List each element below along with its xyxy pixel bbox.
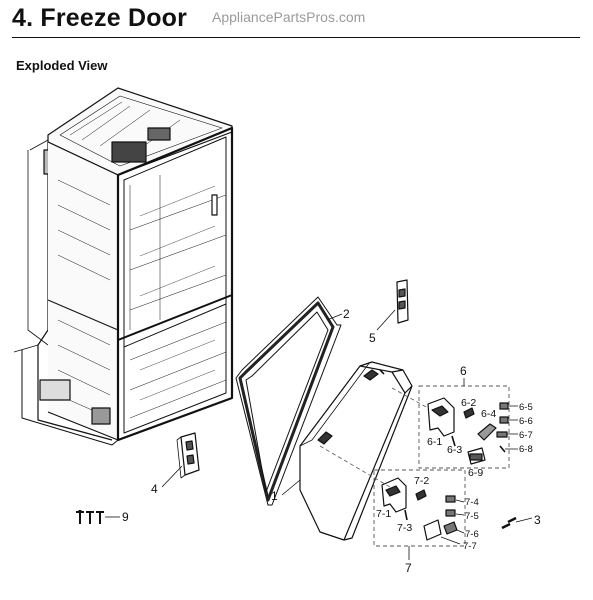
hinge-cover-upper bbox=[396, 279, 409, 324]
callout-6-5: 6-5 bbox=[519, 402, 533, 413]
title-rule bbox=[12, 37, 580, 38]
callout-6-9: 6-9 bbox=[468, 467, 483, 479]
callout-4: 4 bbox=[151, 482, 158, 496]
callout-6-6: 6-6 bbox=[519, 416, 533, 427]
callout-6-3: 6-3 bbox=[447, 444, 462, 456]
callout-7-5: 7-5 bbox=[465, 511, 479, 522]
callout-6: 6 bbox=[460, 364, 467, 378]
callout-7: 7 bbox=[405, 561, 412, 575]
callout-6-4: 6-4 bbox=[481, 408, 496, 420]
hinge-bracket-lower bbox=[176, 432, 200, 479]
callout-7-3: 7-3 bbox=[397, 522, 412, 534]
callout-6-1: 6-1 bbox=[427, 436, 442, 448]
callout-1: 1 bbox=[271, 489, 278, 503]
page-title: 4. Freeze Door bbox=[12, 4, 188, 32]
section-subtitle: Exploded View bbox=[16, 58, 108, 73]
callout-6-7: 6-7 bbox=[519, 430, 533, 441]
callout-6-8: 6-8 bbox=[519, 444, 533, 455]
callout-3: 3 bbox=[534, 513, 541, 527]
callout-5: 5 bbox=[369, 331, 376, 345]
hinge-assembly-7 bbox=[373, 469, 466, 547]
callout-7-4: 7-4 bbox=[465, 497, 479, 508]
callout-labels: 1 2 3 4 5 6 6-1 6-2 6-3 6-4 6-5 6-6 6-7 … bbox=[122, 307, 541, 575]
callout-7-2: 7-2 bbox=[414, 475, 429, 487]
door-gasket bbox=[235, 296, 342, 506]
callout-2: 2 bbox=[343, 307, 350, 321]
callout-7-6: 7-6 bbox=[465, 529, 479, 540]
callout-6-2: 6-2 bbox=[461, 397, 476, 409]
screws-3 bbox=[501, 516, 517, 530]
watermark: AppliancePartsPros.com bbox=[212, 9, 366, 25]
leader-lines bbox=[105, 309, 533, 560]
callout-9: 9 bbox=[122, 510, 129, 524]
callout-7-1: 7-1 bbox=[376, 508, 391, 520]
bolts-9 bbox=[76, 510, 104, 524]
freezer-door bbox=[299, 361, 413, 541]
refrigerator-cabinet bbox=[13, 87, 234, 446]
callout-7-7: 7-7 bbox=[463, 541, 477, 552]
